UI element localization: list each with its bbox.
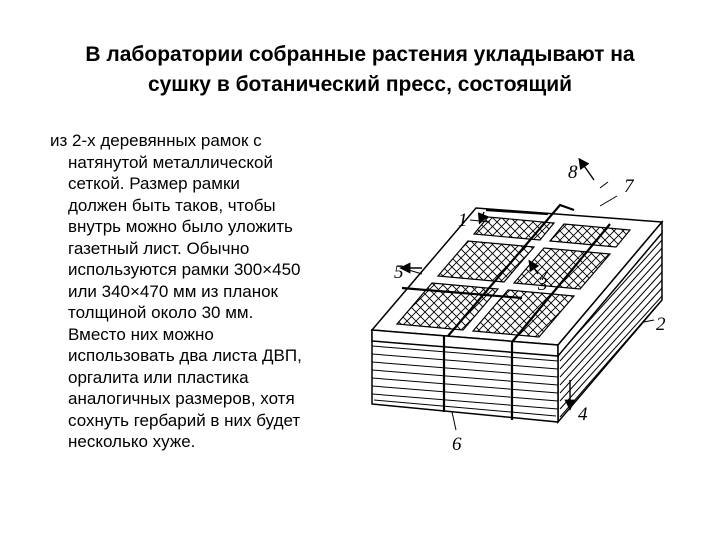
botanical-press-illustration: 8 7 1 5 3 2 4 6 (362, 150, 702, 470)
body-line: газетный лист. Обычно (68, 238, 250, 258)
label-7: 7 (624, 176, 635, 197)
body-line: используются рамки 300×450 (68, 260, 301, 279)
label-4: 4 (578, 404, 588, 425)
body-line: несколько хуже. (68, 432, 196, 451)
body-line: из 2-х деревянных рамок с (50, 131, 262, 150)
body-line: Вместо них можно (68, 324, 214, 344)
body-line: внутрь можно было уложить (68, 217, 293, 236)
body-line: аналогичных размеров, хотя (68, 389, 295, 408)
body-line: или 340×470 мм из планок (68, 281, 278, 301)
straps (401, 203, 611, 420)
arrows (399, 157, 595, 411)
label-3: 3 (537, 274, 548, 295)
body-line: натянутой металлической (68, 152, 273, 172)
body-line: сохнуть гербарий в них будет (68, 410, 301, 430)
body-line: толщиной около 30 мм. (68, 303, 254, 322)
label-2: 2 (656, 314, 666, 335)
label-1: 1 (458, 210, 468, 231)
label-5: 5 (394, 262, 404, 283)
title-line: сушку в ботанический пресс, состоящий (147, 73, 573, 96)
label-6: 6 (452, 434, 462, 455)
body-line: должен быть таков, чтобы (68, 195, 276, 215)
title-line: В лаборатории собранные растения укладыв… (85, 43, 635, 66)
slide-title: В лаборатории собранные растения укладыв… (20, 40, 700, 100)
body-line: использовать два листа ДВП, (68, 346, 302, 365)
body-line: сеткой. Размер рамки (68, 174, 240, 193)
body-text: из 2-х деревянных рамок с натянутой мета… (50, 130, 350, 453)
leader-lines (401, 181, 655, 431)
press-drawing: 8 7 1 5 3 2 4 6 (370, 157, 666, 455)
label-8: 8 (568, 162, 578, 183)
body-line: оргалита или пластика (68, 367, 249, 387)
